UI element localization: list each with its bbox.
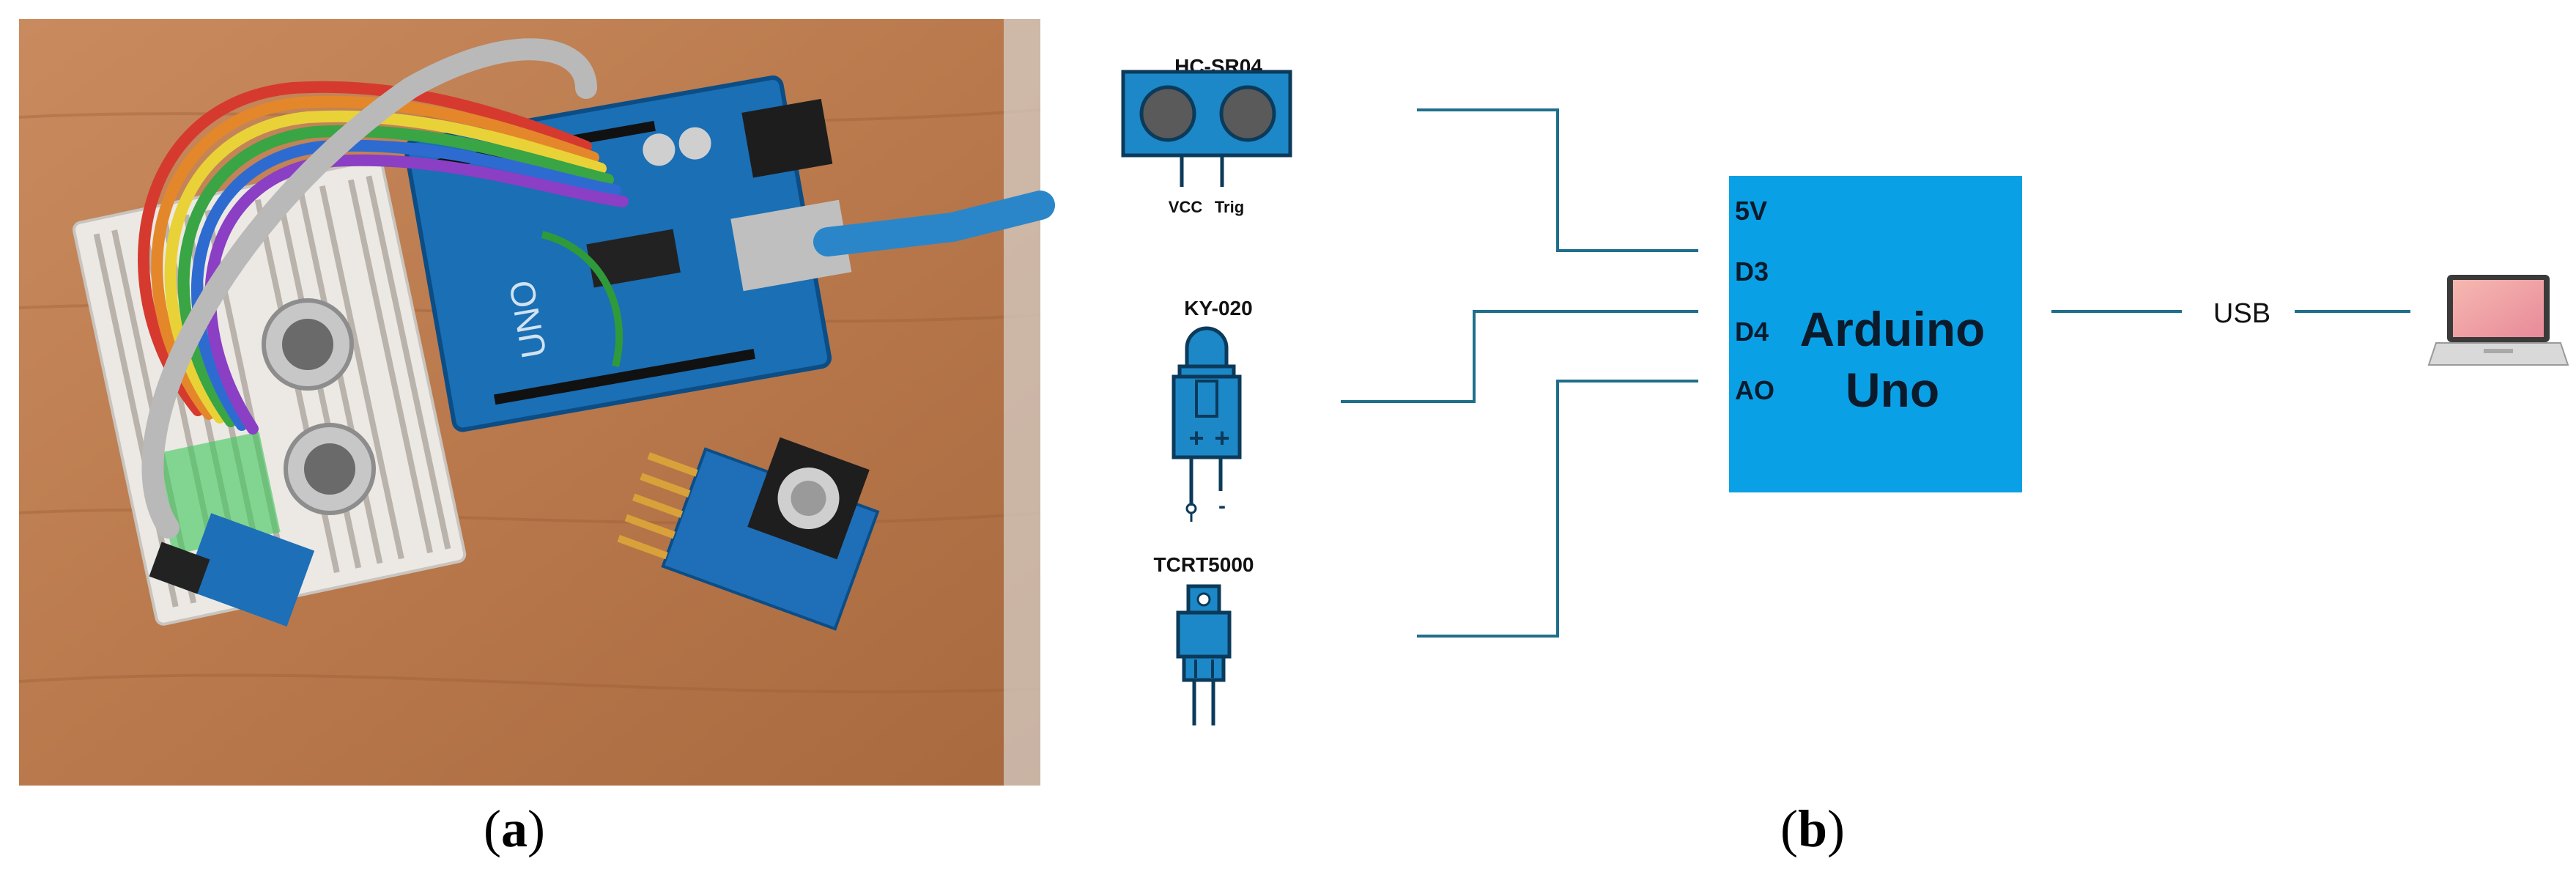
hcsr04-pin-trig: Trig — [1215, 198, 1244, 216]
arduino-uno-block: 5V D3 D4 AO Arduino Uno — [1729, 176, 2022, 492]
caption-b: (b) — [1780, 799, 1846, 858]
ir-module-photo — [149, 513, 315, 627]
optical-sensor-icon — [1176, 584, 1232, 725]
pin-d3: D3 — [1735, 256, 1769, 287]
usb-link: USB — [2051, 298, 2410, 329]
tcrt5000-sensor: TCRT5000 — [1154, 553, 1254, 725]
wire-tcrt5000 — [1417, 380, 1698, 638]
caption-a-letter: a — [500, 799, 528, 858]
caption-a: (a) — [484, 799, 545, 858]
arduino-uno-box — [1729, 176, 2022, 492]
wire-ky020 — [1341, 310, 1698, 403]
arduino-title-line2: Uno — [1846, 363, 1939, 417]
pin-d4: D4 — [1735, 317, 1769, 347]
ky020-label: KY-020 — [1184, 297, 1252, 319]
ultrasonic-sensor-icon — [1121, 70, 1292, 187]
laptop-icon — [2427, 275, 2569, 366]
ultrasonic-sensor-photo — [262, 298, 376, 515]
tilt-switch-sensor-icon — [1172, 326, 1242, 522]
ky020-minus: - — [1218, 494, 1226, 518]
ky020-plus-1: + — [1188, 423, 1204, 453]
rotary-encoder-photo — [617, 437, 880, 631]
wire-hcsr04 — [1417, 108, 1698, 252]
pin-5v: 5V — [1735, 196, 1767, 226]
ky020-sensor: KY-020 + + - — [1172, 297, 1253, 522]
tcrt5000-label: TCRT5000 — [1154, 553, 1254, 576]
window-edge — [1004, 19, 1040, 786]
signal-wires — [1341, 108, 1698, 638]
arduino-title-line1: Arduino — [1800, 302, 1985, 356]
diagram-panel: HC-SR04 VCC Trig KY-020 — [1121, 55, 2569, 725]
ky020-plus-2: + — [1214, 423, 1229, 453]
caption-b-letter: b — [1797, 799, 1828, 858]
green-jumper-photo — [541, 231, 623, 368]
usb-cable-photo — [813, 191, 1055, 256]
usb-label: USB — [2213, 298, 2270, 329]
pin-ao: AO — [1735, 375, 1774, 405]
grey-cable-photo — [141, 38, 597, 539]
hcsr04-pin-vcc: VCC — [1169, 198, 1203, 216]
photo-panel: UNO — [18, 19, 1055, 786]
hcsr04-sensor: HC-SR04 VCC Trig — [1121, 55, 1292, 216]
